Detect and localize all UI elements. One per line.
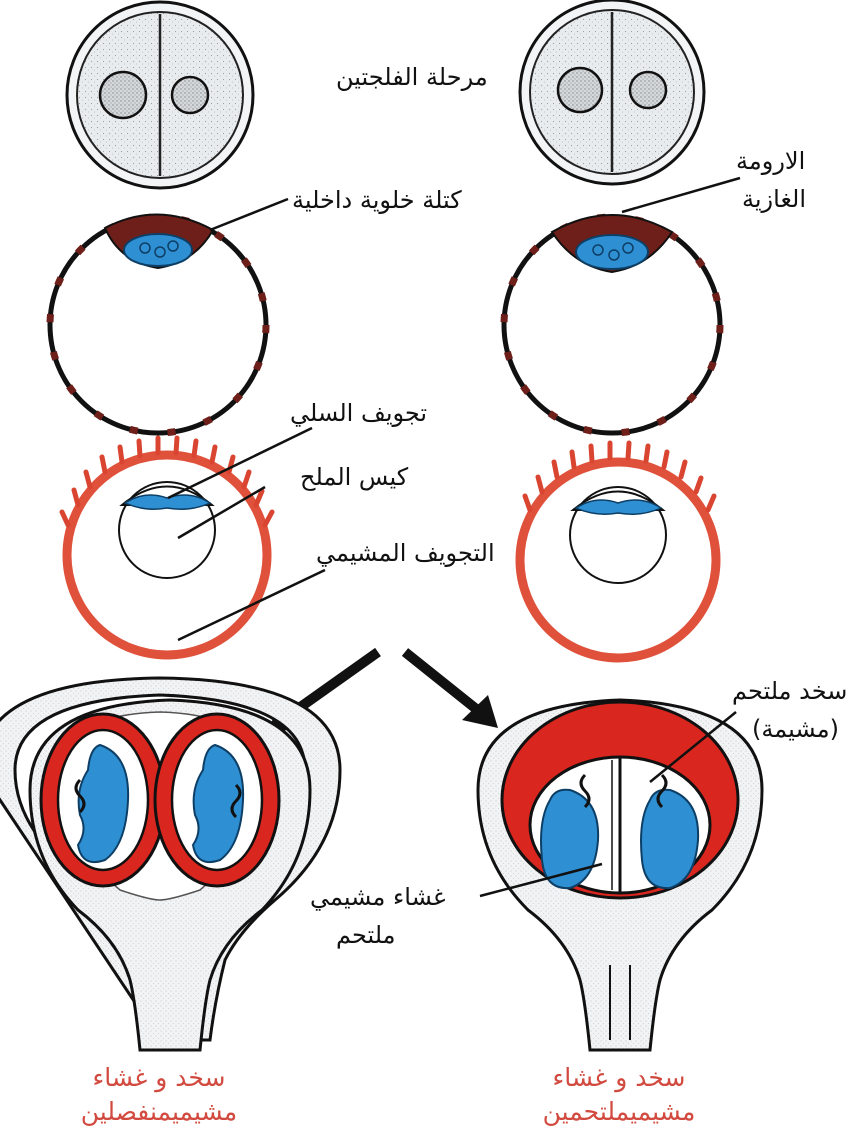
- label-fused-chorion-line2: ملتحم: [336, 920, 396, 950]
- blastocyst-left: [50, 214, 266, 433]
- two-cell-stage-left: [67, 2, 253, 188]
- arrow-to-right: [405, 652, 498, 728]
- caption-separate-line1: سخد و غشاء: [64, 1062, 254, 1093]
- caption-fused-line2: مشيميملتحمين: [524, 1096, 714, 1127]
- label-chorionic-cavity: التجويف المشيمي: [316, 538, 495, 568]
- label-trophoblast-line1: الارومة: [736, 146, 805, 176]
- label-trophoblast-line2: الغازية: [742, 184, 806, 214]
- label-fused-placenta-line2: (مشيمة): [752, 714, 839, 744]
- uterus-separate-placentas: [0, 678, 340, 1050]
- label-amniotic-cavity: تجويف السلي: [290, 398, 427, 428]
- uterus-fused-placenta: [478, 700, 762, 1050]
- chorionic-vesicle-right: [520, 443, 716, 658]
- blastocyst-right: [504, 215, 720, 433]
- label-yolk-sac: كيس الملح: [300, 462, 408, 492]
- label-inner-cell-mass: كتلة خلوية داخلية: [292, 185, 462, 215]
- chorionic-vesicle-left: [62, 438, 272, 655]
- label-fused-chorion-line1: غشاء مشيمي: [310, 882, 446, 912]
- caption-separate-line2: مشيميمنفصلين: [64, 1096, 254, 1127]
- label-two-cell-stage: مرحلة الفلجتين: [336, 62, 488, 92]
- two-cell-stage-right: [520, 0, 704, 184]
- label-fused-placenta-line1: سخد ملتحم: [732, 676, 847, 706]
- caption-fused-line1: سخد و غشاء: [524, 1062, 714, 1093]
